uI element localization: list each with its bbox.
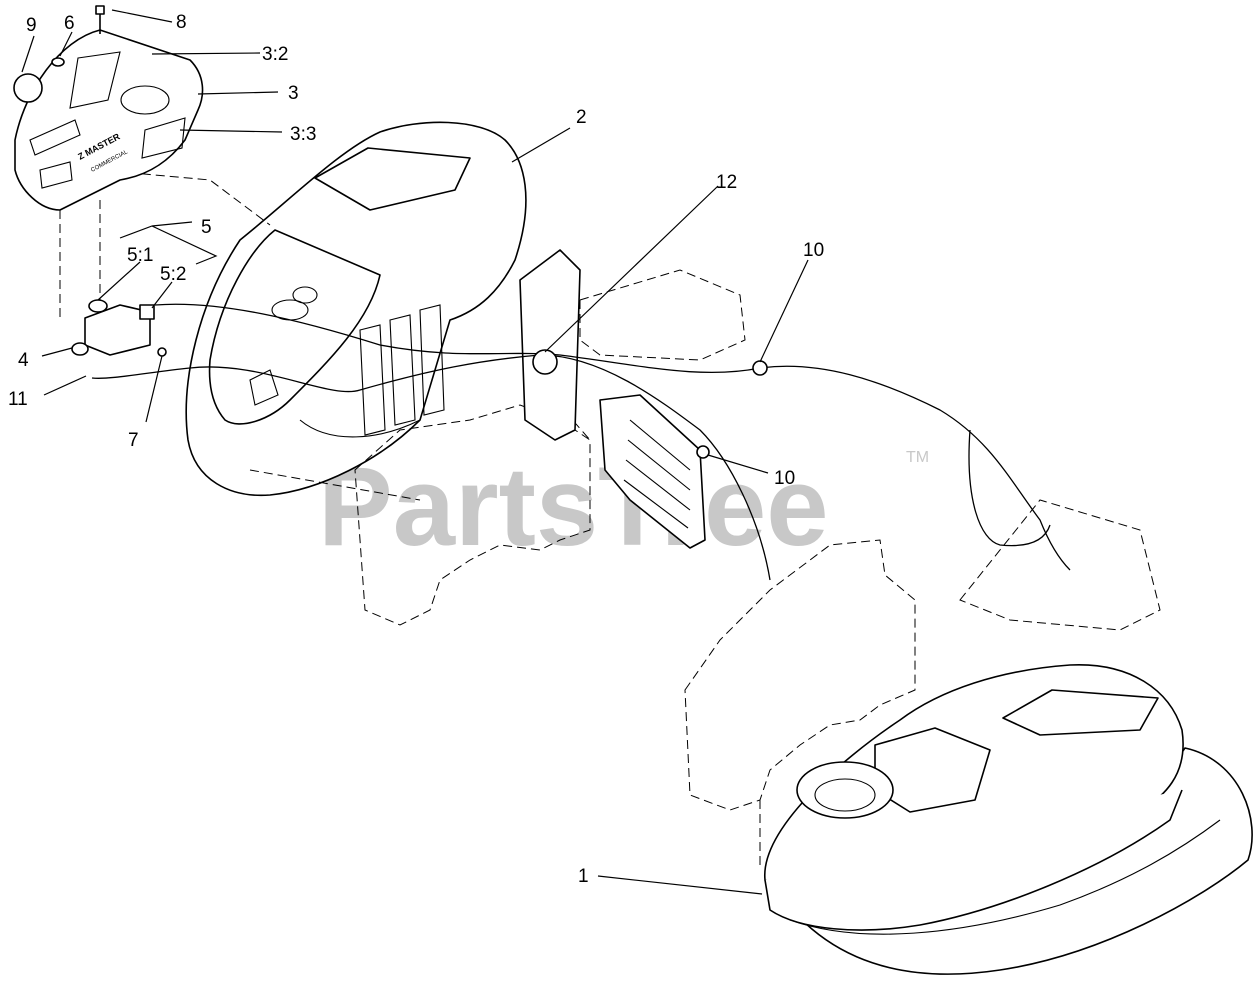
- watermark-brand: PartsTree: [318, 444, 829, 569]
- leader-2: [511, 127, 571, 163]
- callout-7: 7: [128, 430, 139, 451]
- callout-3-3: 3:3: [290, 124, 316, 145]
- callout-3: 3: [288, 83, 299, 104]
- cable-harness-upper: [154, 303, 1071, 571]
- part-10-clip-upper: [752, 360, 768, 376]
- part-6-plug: [51, 57, 65, 67]
- callout-5-1: 5:1: [127, 245, 153, 266]
- leader-11: [43, 375, 87, 396]
- callout-11: 11: [8, 389, 28, 410]
- part-1-seat-base: [764, 664, 1253, 975]
- callout-3-2: 3:2: [262, 44, 288, 65]
- leader-10-lower: [707, 454, 769, 474]
- callout-5: 5: [201, 217, 212, 238]
- part-5-switch-assembly: [84, 299, 155, 356]
- leader-5-1: [97, 261, 141, 301]
- leader-3-3: [179, 129, 283, 133]
- leader-9: [21, 35, 35, 73]
- part-12-grommet: [532, 349, 558, 375]
- leader-12: [544, 185, 719, 353]
- leader-5-2: [151, 281, 173, 309]
- leader-10-upper: [759, 259, 809, 363]
- callout-2: 2: [576, 107, 587, 128]
- callout-4: 4: [18, 350, 29, 371]
- part-9-knob: [13, 73, 43, 103]
- callout-9: 9: [26, 15, 37, 36]
- leader-5: [119, 221, 218, 265]
- part-2-console: [185, 121, 527, 497]
- leader-8: [111, 9, 173, 23]
- sensor-wire: [968, 429, 1051, 547]
- callout-1: 1: [578, 866, 589, 887]
- leader-6: [59, 31, 73, 57]
- side-plate-outline-right: [684, 539, 916, 811]
- part-4-knob: [71, 342, 89, 356]
- callout-12: 12: [716, 172, 737, 193]
- part-10-clip-lower: [696, 445, 710, 459]
- leader-3: [197, 91, 279, 95]
- assembly-guide-lines: [59, 169, 761, 870]
- bracket-tray-outline: [959, 499, 1161, 631]
- leader-4: [41, 347, 73, 357]
- callout-6: 6: [64, 13, 75, 34]
- leader-3-2: [151, 52, 261, 55]
- callout-8: 8: [176, 12, 187, 33]
- watermark-trademark: TM: [906, 449, 929, 466]
- part-3-control-panel: Z MASTER COMMERCIAL: [14, 29, 204, 211]
- cable-harness: [91, 354, 771, 581]
- part-8-screw: [95, 5, 105, 34]
- side-plate-outline-left: [354, 404, 591, 626]
- leader-1: [597, 875, 763, 895]
- leader-7: [145, 355, 163, 423]
- callout-10-lower: 10: [774, 468, 795, 489]
- callout-5-2: 5:2: [160, 264, 186, 285]
- mount-plate: [519, 249, 706, 549]
- part-7-nut: [157, 347, 167, 357]
- mount-bracket-outline: [579, 269, 746, 361]
- callout-10-upper: 10: [803, 240, 824, 261]
